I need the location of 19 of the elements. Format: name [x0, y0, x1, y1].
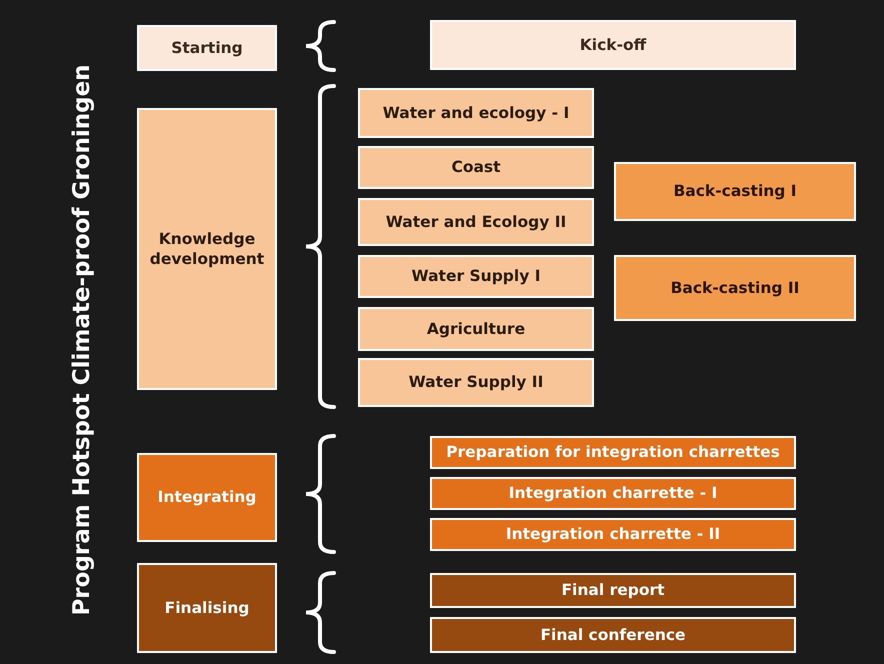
phase-box: Starting [137, 25, 277, 71]
phase-box: Preparation for integration charrettes [430, 436, 796, 469]
phase-box: Integrating [137, 453, 277, 542]
vertical-title: Program Hotspot Climate-proof Groningen [69, 64, 95, 616]
phase-box: Finalising [137, 563, 277, 653]
phase-box: Kick-off [430, 20, 796, 70]
phase-box: Back-casting II [614, 255, 856, 321]
phase-box: Final conference [430, 617, 796, 653]
phase-box: Final report [430, 573, 796, 608]
phase-box: Coast [358, 146, 594, 189]
phase-box: Water Supply I [358, 255, 594, 298]
phase-box: Knowledge development [137, 108, 277, 390]
phase-box: Agriculture [358, 307, 594, 351]
phase-box: Integration charrette - II [430, 518, 796, 551]
phase-box: Water and ecology - I [358, 88, 594, 138]
phase-box: Back-casting I [614, 162, 856, 221]
phase-box: Water Supply II [358, 358, 594, 407]
phase-box: Water and Ecology II [358, 198, 594, 246]
phase-box: Integration charrette - I [430, 477, 796, 510]
